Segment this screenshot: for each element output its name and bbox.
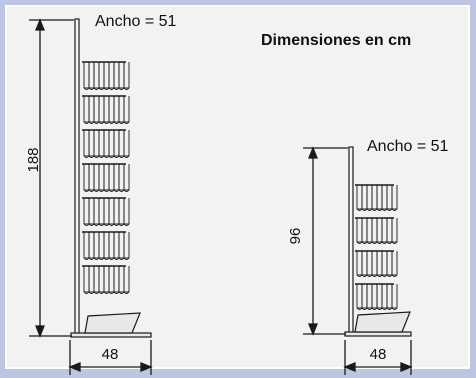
tall-rack-shelf — [82, 95, 130, 124]
tall-rack-shelf — [82, 163, 130, 192]
tall-rack — [70, 18, 152, 338]
short-rack-shelf — [355, 250, 398, 277]
short-rack-shelf — [355, 217, 398, 244]
tall-rack-shelf — [82, 197, 130, 226]
tall-rack-tray — [84, 312, 141, 334]
short-rack-shelf — [355, 184, 398, 211]
tall-height-dimension — [29, 18, 74, 338]
tall-base-label: 48 — [102, 346, 119, 363]
tall-rack-shelf — [82, 265, 130, 294]
tall-width-label: Ancho = 51 — [95, 13, 177, 30]
short-base-dimension — [343, 340, 413, 375]
short-rack-shelf — [355, 283, 398, 310]
short-rack — [344, 146, 412, 337]
diagram-title: Dimensiones en cm — [261, 32, 411, 49]
short-rack-shelves — [355, 184, 398, 310]
short-height-dimension — [303, 146, 348, 336]
short-height-label: 96 — [287, 228, 304, 245]
short-width-label: Ancho = 51 — [367, 138, 449, 155]
short-rack-pole — [348, 146, 354, 336]
tall-rack-pole — [74, 18, 80, 335]
tall-height-label: 188 — [25, 147, 42, 172]
tall-rack-shelf — [82, 129, 130, 158]
short-rack-tray — [354, 311, 411, 333]
short-base-label: 48 — [370, 346, 387, 363]
tall-rack-shelf — [82, 231, 130, 260]
tall-base-dimension — [68, 340, 153, 375]
tall-rack-shelf — [82, 61, 130, 90]
tall-rack-shelves — [82, 61, 130, 294]
